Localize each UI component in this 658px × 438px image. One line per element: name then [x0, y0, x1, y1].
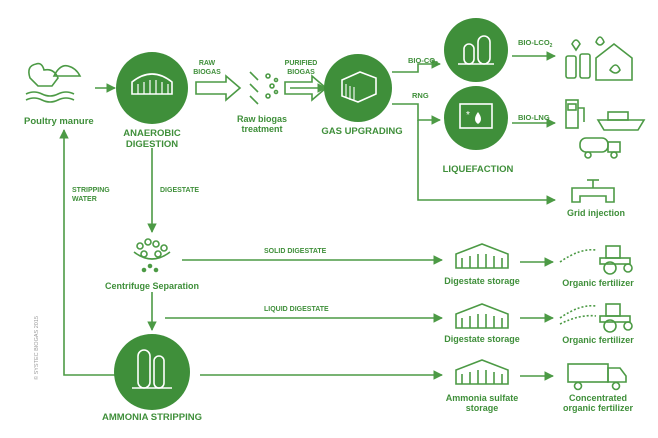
label-ammonia-stripping: AMMONIA STRIPPING — [102, 412, 202, 423]
truck-icon — [567, 363, 627, 391]
filter-icon — [249, 71, 279, 105]
label-gas-upgrading: GAS UPGRADING — [321, 126, 402, 137]
arrow-upgrading-rng — [392, 103, 441, 125]
label-purified-2: BIOGAS — [287, 69, 315, 76]
digester-icon — [116, 52, 188, 124]
label-grid-injection: Grid injection — [567, 208, 625, 218]
label-concentrated-2: organic fertilizer — [563, 403, 634, 413]
label-poultry: Poultry manure — [24, 116, 94, 127]
label-bio-lng: BIO-LNG — [518, 113, 550, 122]
storage-hall-icon — [455, 303, 509, 329]
label-bio-lco2: BIO-LCO2 — [518, 38, 553, 49]
arrow-upgrading-to-co2 — [392, 59, 441, 73]
centrifuge-icon — [133, 238, 171, 273]
label-raw-treatment-1: Raw biogas — [237, 114, 287, 124]
label-raw-treatment-2: treatment — [241, 124, 282, 134]
co2-plant-icon — [444, 18, 508, 82]
label-raw-biogas-2: BIOGAS — [193, 69, 221, 76]
label-digestate-storage-1: Digestate storage — [444, 276, 520, 286]
label-centrifuge: Centrifuge Separation — [105, 281, 199, 291]
label-ammonia-storage-1: Ammonia sulfate — [446, 393, 519, 403]
label-solid-digestate: SOLID DIGESTATE — [264, 248, 327, 255]
label-concentrated-1: Concentrated — [569, 393, 627, 403]
label-liquefaction: LIQUEFACTION — [443, 164, 514, 175]
fuel-ship-truck-icon — [565, 99, 646, 159]
bottles-greenhouse-icon — [565, 36, 633, 81]
label-fertilizer-1: Organic fertilizer — [562, 278, 634, 288]
copyright-text: © SYSTEC BIOGAS 2015 — [33, 316, 40, 380]
label-ammonia-storage-2: storage — [466, 403, 499, 413]
container-icon — [324, 54, 392, 122]
label-rng: RNG — [412, 91, 429, 100]
label-anaerobic-1: ANAEROBIC — [123, 128, 181, 139]
tractor-icon — [559, 303, 633, 333]
label-raw-biogas-1: RAW — [199, 60, 216, 67]
raw-biogas-arrow — [195, 74, 242, 102]
arrow-stripping-water — [59, 129, 118, 376]
label-anaerobic-2: DIGESTION — [126, 139, 178, 150]
label-digestate: DIGESTATE — [160, 187, 199, 194]
chicken-manure-icon — [25, 62, 82, 103]
label-fertilizer-2: Organic fertilizer — [562, 335, 634, 345]
label-digestate-storage-2: Digestate storage — [444, 334, 520, 344]
svg-text:*: * — [466, 110, 470, 121]
label-purified-1: PURIFIED — [285, 60, 318, 67]
stripping-tower-icon — [114, 334, 190, 410]
tractor-icon — [559, 245, 633, 275]
connectors — [59, 51, 556, 381]
label-bio-co2: BIO-CO2 — [408, 56, 438, 67]
pipe-icon — [571, 179, 615, 203]
arrow-rng-grid — [417, 120, 556, 205]
purified-biogas-arrow — [284, 74, 328, 102]
storage-hall-icon — [455, 359, 509, 385]
liquefaction-plant-icon: * — [444, 86, 508, 150]
label-stripping-2: WATER — [72, 196, 97, 203]
label-stripping-1: STRIPPING — [72, 187, 110, 194]
label-liquid-digestate: LIQUID DIGESTATE — [264, 306, 329, 313]
storage-hall-icon — [455, 243, 509, 269]
